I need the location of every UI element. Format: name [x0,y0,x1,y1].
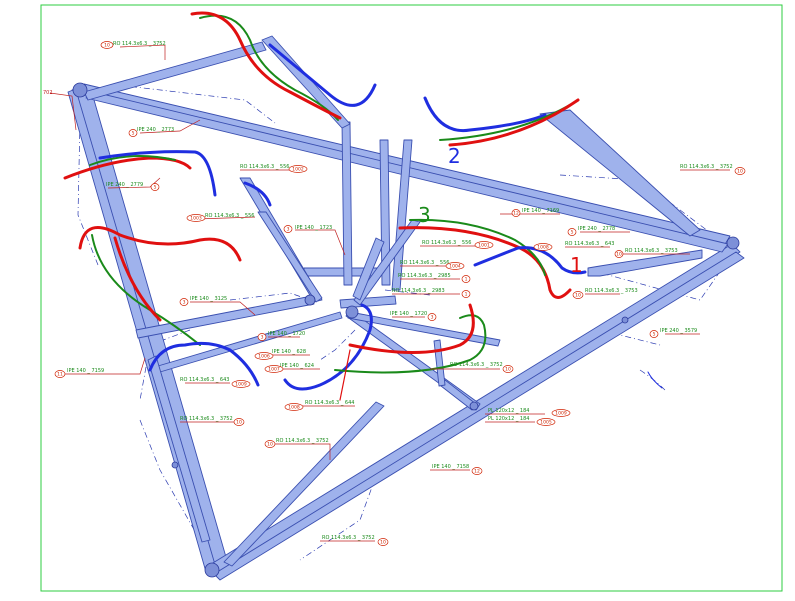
tag-12-b: 12 [513,211,519,217]
tag-1-b: 1 [465,292,468,298]
label-ipe140-628: IPE 140 _ 628 [272,349,306,355]
tag-3-a: 3 [287,227,290,233]
tag-10-a: 10 [104,43,110,49]
tag-1004: 1004 [449,264,461,270]
overlay-curves [63,11,663,401]
tag-1001: 1001 [478,243,490,249]
tag-10-f: 10 [616,252,622,258]
label-ipe140-7159: IPE 140 _ 7159 [67,368,104,374]
marker-1: 1 [570,253,583,277]
tag-1002: 1002 [292,167,304,173]
label-ro3752-center: RO 114.3x6.3 _ 3752 [450,362,503,368]
label-ipe140-1720b: IPE 140 _ 1720 [268,331,305,337]
label-ipe240-2778: IPE 240 _ 2778 [578,226,615,232]
viewport-frame [40,4,783,592]
tag-5-a: 5 [132,131,135,137]
tag-10-g: 10 [575,293,581,299]
label-ipe240-3579: IPE 240 _ 3579 [660,328,697,334]
label-edge-number: 702 [43,90,53,96]
tag-1008: 1008 [288,405,300,411]
label-ipe140-7158: IPE 140 _ 7158 [432,464,469,470]
tag-1007: 1007 [268,367,280,373]
label-ro3753-b: RO 114.3x6.3 _ 3753 [585,288,638,294]
tag-10-d: 10 [505,367,511,373]
tag-1003: 1003 [190,216,202,222]
label-ro643-right: RO 114.3x6.3 _ 643 [565,241,614,247]
tag-5-b: 5 [154,185,157,191]
label-ro3752-bottom: RO 114.3x6.3 _ 3752 [322,535,375,541]
tag-3-d: 3 [261,335,264,341]
label-pl184-b: PL 120x12 _ 184 [488,416,529,422]
tag-1006: 1006 [258,354,270,360]
tag-1005: 1005 [540,420,552,426]
label-ipe140-624: IPE 140 _ 624 [280,363,314,369]
label-ro2983: RO 114.3x6.3 _ 2983 [392,288,445,294]
tag-5-c: 5 [571,230,574,236]
tag-1009: 1009 [235,382,247,388]
label-ro3753-a: RO 114.3x6.3 _ 3753 [625,248,678,254]
member-labels: RO 114.3x6.3 _ 3752 IPE 240 _ 2773 IPE 2… [43,41,733,541]
tag-10-c: 10 [267,442,273,448]
tag-11-a: 11 [57,372,63,378]
members [67,35,745,581]
label-ro3752-top: RO 114.3x6.3 _ 3752 [113,41,166,47]
label-ro556-b: RO 114.3x6.3 _ 556 [205,213,254,219]
label-ro3752-left: RO 114.3x6.3 _ 3752 [180,416,233,422]
tag-bubbles [54,41,746,546]
label-ro644: RO 114.3x6.3 _ 644 [305,400,354,406]
joint-nodes [72,82,740,578]
label-ro556-d: RO 114.3x6.3 _ 556 [400,260,449,266]
tag-10-h: 10 [737,169,743,175]
tag-1-a: 1 [465,277,468,283]
tag-5-d: 5 [653,332,656,338]
label-ro3752-right: RO 114.3x6.3 _ 3752 [680,164,733,170]
label-ro556-c: RO 114.3x6.3 _ 556 [422,240,471,246]
tag-10-e: 10 [380,540,386,546]
label-ro643-left: RO 114.3x6.3 _ 643 [180,377,229,383]
label-ipe140-7169: IPE 140 _ 7169 [522,208,559,214]
label-ro2985: RO 114.3x6.3 _ 2985 [398,273,451,279]
tag-12-a: 12 [474,469,480,475]
tag-3-b: 3 [431,315,434,321]
label-ipe140-1720: IPE 140 _ 1720 [390,311,427,317]
leader-lines [49,44,730,542]
marker-2: 2 [448,144,461,168]
label-ipe140-3125: IPE 140 _ 3125 [190,296,227,302]
label-ipe140-1723: IPE 140 _ 1723 [295,225,332,231]
tag-1008-b: 1008 [537,245,549,251]
label-ipe240-2779: IPE 240 _ 2779 [106,182,143,188]
tag-10-b: 10 [236,420,242,426]
tag-3-c: 3 [183,300,186,306]
marker-3: 3 [418,203,431,227]
tag-numbers: 10 5 5 1002 1003 3 1001 1004 1 1 3 3 3 1… [57,43,743,546]
label-ro3752-mid: RO 114.3x6.3 _ 3752 [276,438,329,444]
label-ro556-a: RO 114.3x6.3 _ 556 [240,164,289,170]
label-pl184-a: PL 120x12 _ 184 [488,408,529,414]
label-ipe240-2773: IPE 240 _ 2773 [137,127,174,133]
tag-1009-b: 1009 [555,411,567,417]
